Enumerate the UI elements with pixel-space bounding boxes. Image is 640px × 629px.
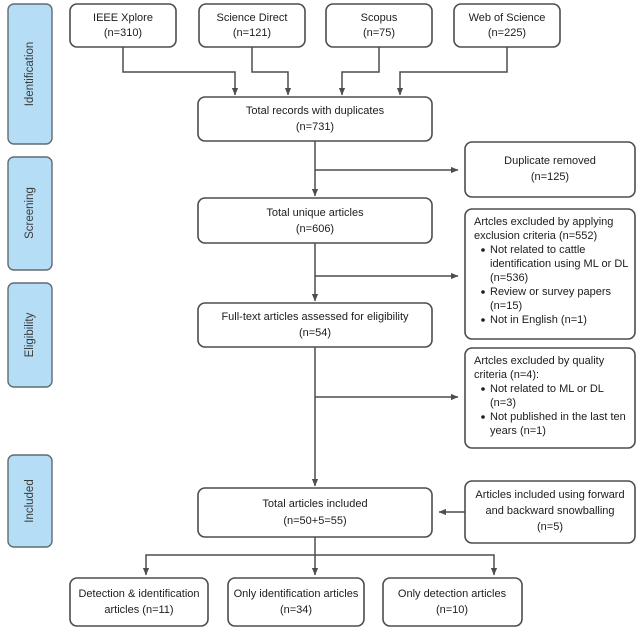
side-box-exclusion-bullet-0-line-0: Not related to cattle: [490, 244, 585, 256]
stage-band-included-rect: [7, 454, 53, 548]
bullet-point-icon: [481, 248, 485, 252]
source-box-ieee: IEEE Xplore (n=310): [69, 3, 177, 48]
stage-band-identification-label: Identification: [24, 42, 36, 107]
source-box-scopus-rect: [325, 3, 433, 48]
side-box-snowballing-line3: (n=5): [537, 521, 563, 533]
flow-box-full-text-line2: (n=54): [299, 327, 331, 339]
stage-band-identification-rect: [7, 3, 53, 145]
source-box-web-of-science-count: (n=225): [488, 27, 526, 39]
source-box-ieee-count: (n=310): [104, 27, 142, 39]
side-box-duplicate-removed: Duplicate removed (n=125): [464, 141, 636, 198]
bullet-point-icon: [481, 318, 485, 322]
outcome-box-only-detection: Only detection articles (n=10): [382, 577, 523, 627]
stage-band-screening-rect: [7, 156, 53, 271]
flow-box-full-text-line1: Full-text articles assessed for eligibil…: [221, 311, 409, 323]
outcome-box-detection-and-identification-line2: articles (n=11): [104, 604, 173, 616]
outcome-box-only-identification: Only identification articles (n=34): [227, 577, 365, 627]
side-box-exclusion-bullet-2-line-0: Not in English (n=1): [490, 314, 587, 326]
flow-box-full-text-rect: [197, 302, 433, 348]
flow-box-full-text: Full-text articles assessed for eligibil…: [197, 302, 433, 348]
side-box-quality-bullet-1-line-1: years (n=1): [490, 425, 546, 437]
outcome-box-only-identification-line2: (n=34): [280, 604, 312, 616]
bullet-point-icon: [481, 415, 485, 419]
flow-box-unique-articles-line1: Total unique articles: [266, 207, 364, 219]
source-box-science-direct-rect: [198, 3, 306, 48]
flow-box-total-records-rect: [197, 96, 433, 142]
flow-box-unique-articles-line2: (n=606): [296, 223, 334, 235]
source-box-scopus: Scopus (n=75): [325, 3, 433, 48]
side-box-quality-criteria-heading2: criteria (n=4):: [474, 369, 539, 381]
stage-band-eligibility-label: Eligibility: [24, 312, 36, 357]
flow-box-total-records: Total records with duplicates (n=731): [197, 96, 433, 142]
flow-box-total-included: Total articles included (n=50+5=55): [197, 487, 433, 538]
source-box-web-of-science-rect: [453, 3, 561, 48]
connector-web-of-science-to-total-records: [396, 47, 508, 96]
side-box-duplicate-removed-rect: [464, 141, 636, 198]
bullet-point-icon: [481, 290, 485, 294]
side-box-quality-criteria-heading1: Artcles excluded by quality: [474, 355, 605, 367]
outcome-box-only-identification-line1: Only identification articles: [234, 588, 359, 600]
flow-box-unique-articles: Total unique articles (n=606): [197, 197, 433, 244]
outcome-box-detection-and-identification-rect: [69, 577, 209, 627]
source-box-ieee-rect: [69, 3, 177, 48]
side-box-quality-bullet-1-line-0: Not published in the last ten: [490, 411, 626, 423]
side-box-duplicate-removed-line2: (n=125): [531, 171, 569, 183]
stage-band-screening: Screening: [7, 156, 53, 271]
source-box-science-direct: Science Direct (n=121): [198, 3, 306, 48]
side-box-exclusion-criteria: Artcles excluded by applying exclusion c…: [464, 208, 636, 340]
flow-box-total-included-line2: (n=50+5=55): [283, 515, 346, 527]
side-box-exclusion-bullet-0-line-2: (n=536): [490, 272, 528, 284]
flow-box-total-included-line1: Total articles included: [262, 498, 367, 510]
outcome-box-detection-and-identification-line1: Detection & identification: [78, 588, 199, 600]
stage-band-identification: Identification: [7, 3, 53, 145]
side-box-exclusion-criteria-heading1: Artcles excluded by applying: [474, 216, 613, 228]
stage-band-included-label: Included: [24, 479, 36, 522]
side-box-quality-bullet-0-line-0: Not related to ML or DL: [490, 383, 604, 395]
source-box-scopus-count: (n=75): [363, 27, 395, 39]
side-box-exclusion-bullet-1-line-1: (n=15): [490, 300, 522, 312]
side-box-exclusion-criteria-heading2: exclusion criteria (n=552): [474, 230, 597, 242]
stage-band-screening-label: Screening: [24, 187, 36, 239]
side-box-exclusion-criteria-rect: [464, 208, 636, 340]
side-box-quality-bullet-0-line-1: (n=3): [490, 397, 516, 409]
source-box-science-direct-name: Science Direct: [217, 12, 288, 24]
connector-included-to-only-detection: [315, 554, 498, 576]
side-box-snowballing: Articles included using forward and back…: [464, 480, 636, 544]
side-box-quality-criteria-rect: [464, 347, 636, 449]
connector-included-to-detection-identification: [142, 554, 315, 576]
source-box-science-direct-count: (n=121): [233, 27, 271, 39]
outcome-box-only-detection-line2: (n=10): [436, 604, 468, 616]
flow-box-total-records-line1: Total records with duplicates: [246, 105, 385, 117]
outcome-box-only-identification-rect: [227, 577, 365, 627]
flow-box-unique-articles-rect: [197, 197, 433, 244]
side-box-snowballing-line1: Articles included using forward: [475, 489, 624, 501]
side-box-quality-criteria: Artcles excluded by quality criteria (n=…: [464, 347, 636, 449]
bullet-point-icon: [481, 387, 485, 391]
source-box-web-of-science: Web of Science (n=225): [453, 3, 561, 48]
flow-box-total-included-rect: [197, 487, 433, 538]
stage-band-included: Included: [7, 454, 53, 548]
flow-box-total-records-line2: (n=731): [296, 121, 334, 133]
side-box-duplicate-removed-line1: Duplicate removed: [504, 155, 596, 167]
stage-band-eligibility-rect: [7, 282, 53, 388]
source-box-ieee-name: IEEE Xplore: [93, 12, 153, 24]
source-box-web-of-science-name: Web of Science: [469, 12, 546, 24]
source-box-scopus-name: Scopus: [361, 12, 398, 24]
connector-science-direct-to-total-records: [251, 47, 292, 96]
side-box-exclusion-bullet-0-line-1: identification using ML or DL: [490, 258, 628, 270]
side-box-exclusion-bullet-1-line-0: Review or survey papers: [490, 286, 612, 298]
outcome-box-detection-and-identification: Detection & identification articles (n=1…: [69, 577, 209, 627]
connector-ieee-to-total-records: [122, 47, 239, 96]
side-box-snowballing-line2: and backward snowballing: [485, 505, 614, 517]
outcome-box-only-detection-line1: Only detection articles: [398, 588, 507, 600]
connector-scopus-to-total-records: [338, 47, 380, 96]
stage-band-eligibility: Eligibility: [7, 282, 53, 388]
outcome-box-only-detection-rect: [382, 577, 523, 627]
